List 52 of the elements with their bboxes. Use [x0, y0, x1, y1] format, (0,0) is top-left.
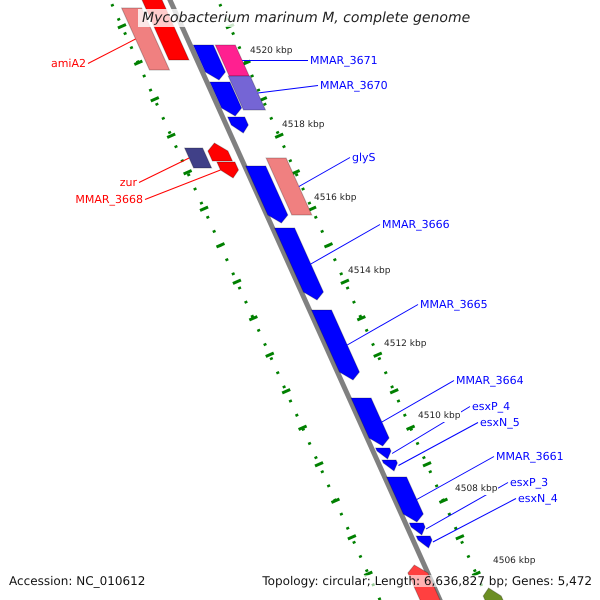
gene-block: [216, 162, 240, 179]
scale-label: 4514 kbp: [347, 266, 392, 277]
gene-label: esxN_5: [480, 417, 520, 428]
leader-line: [432, 498, 516, 542]
leader-line: [257, 85, 318, 94]
gene-label: amiA2: [50, 58, 86, 69]
gene-label: esxP_4: [472, 401, 510, 412]
gene-block: [386, 476, 424, 523]
gene-label: MMAR_3668: [75, 194, 143, 205]
leader-line: [310, 224, 380, 264]
scale-label: 4506 kbp: [492, 556, 536, 567]
leader-line: [381, 380, 454, 422]
gene-label: esxP_3: [510, 477, 548, 488]
gene-label: MMAR_3665: [420, 299, 488, 310]
leader-line: [242, 60, 308, 61]
gene-block: [350, 398, 390, 447]
scale-label: 4512 kbp: [383, 339, 428, 350]
leader-line: [298, 157, 350, 187]
gene-label: MMAR_3670: [320, 80, 388, 91]
gene-label: esxN_4: [518, 493, 558, 504]
gene-block: [265, 158, 313, 216]
leader-line: [138, 158, 190, 183]
gene-block: [209, 82, 242, 117]
gene-block: [415, 536, 433, 549]
scale-label: 4518 kbp: [281, 120, 326, 131]
scale-label: 4508 kbp: [454, 484, 498, 495]
genome-summary-text: Topology: circular; Length: 6,636,827 bp; Genes: 5,472: [262, 575, 592, 587]
gene-label: zur: [120, 177, 137, 188]
gene-label: MMAR_3664: [456, 375, 524, 386]
scale-label: 4520 kbp: [249, 46, 294, 57]
leader-line: [346, 304, 418, 346]
gene-block: [214, 44, 250, 76]
gene-block: [192, 44, 226, 81]
gene-label: glyS: [352, 152, 376, 163]
gene-block: [381, 460, 398, 472]
leader-line: [398, 422, 478, 466]
gene-block: [207, 142, 234, 162]
gene-block: [184, 148, 212, 168]
gene-block: [226, 116, 249, 134]
scale-label: 4516 kbp: [313, 193, 358, 204]
accession-text: Accession: NC_010612: [9, 575, 146, 587]
gene-block: [274, 228, 324, 301]
scale-label: 4510 kbp: [417, 411, 462, 422]
leader-line: [88, 38, 136, 64]
gene-label: MMAR_3661: [496, 451, 564, 462]
gene-label: MMAR_3666: [382, 219, 450, 230]
leader-line: [416, 456, 494, 500]
gene-block: [310, 310, 360, 381]
gene-block: [244, 166, 288, 224]
gene-block: [227, 76, 266, 110]
leader-line: [144, 170, 221, 200]
gene-label: MMAR_3671: [310, 55, 378, 66]
